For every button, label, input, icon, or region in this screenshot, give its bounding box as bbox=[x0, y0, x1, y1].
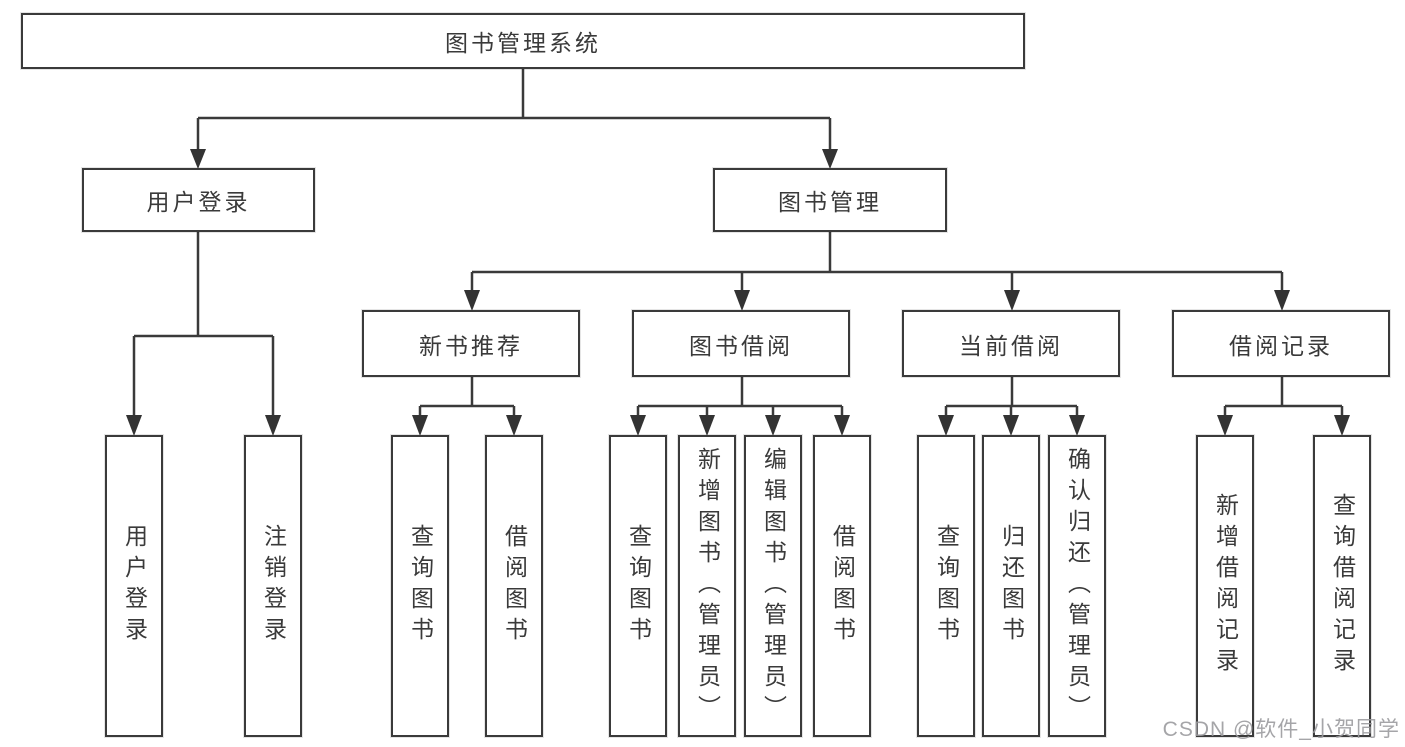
node-label: 确认归还（管理员） bbox=[1064, 446, 1091, 726]
connector-user-login bbox=[132, 232, 275, 417]
node-label: 新书推荐 bbox=[419, 332, 523, 359]
connector-root bbox=[196, 69, 832, 152]
leaf-borrow-books: 借阅图书 bbox=[813, 435, 871, 737]
leaf-query-books-recommend: 查询图书 bbox=[391, 435, 449, 737]
csdn-watermark: CSDN @软件_小贺同学 bbox=[1162, 718, 1400, 741]
leaf-query-books-current: 查询图书 bbox=[917, 435, 975, 737]
node-label: 图书管理 bbox=[778, 189, 882, 215]
node-label: 借阅图书 bbox=[829, 524, 856, 648]
node-root-system: 图书管理系统 bbox=[21, 13, 1025, 69]
node-label: 借阅图书 bbox=[501, 524, 528, 648]
node-label: 用户登录 bbox=[146, 189, 251, 215]
leaf-query-borrow-record: 查询借阅记录 bbox=[1313, 435, 1371, 737]
node-book-borrow: 图书借阅 bbox=[632, 310, 850, 377]
leaf-query-books-borrow: 查询图书 bbox=[609, 435, 667, 737]
node-user-login: 用户登录 bbox=[82, 168, 315, 232]
node-label: 新增图书（管理员） bbox=[694, 446, 721, 726]
node-label: 查询图书 bbox=[407, 524, 434, 648]
node-label: 注销登录 bbox=[260, 524, 287, 648]
leaf-edit-books-admin: 编辑图书（管理员） bbox=[744, 435, 802, 737]
leaf-add-borrow-record: 新增借阅记录 bbox=[1196, 435, 1254, 737]
node-label: 编辑图书（管理员） bbox=[760, 446, 787, 726]
arrowheads bbox=[126, 149, 1350, 436]
leaf-user-login: 用户登录 bbox=[105, 435, 163, 737]
node-new-book-recommend: 新书推荐 bbox=[362, 310, 580, 377]
node-label: 查询借阅记录 bbox=[1329, 493, 1356, 679]
node-label: 新增借阅记录 bbox=[1212, 493, 1239, 679]
node-current-borrow: 当前借阅 bbox=[902, 310, 1120, 377]
connector-book-management bbox=[470, 232, 1284, 292]
node-book-management: 图书管理 bbox=[713, 168, 947, 232]
node-label: 查询图书 bbox=[933, 524, 960, 648]
connector-borrow-records bbox=[1223, 377, 1344, 417]
node-label: 图书管理系统 bbox=[445, 30, 601, 56]
leaf-borrow-books-recommend: 借阅图书 bbox=[485, 435, 543, 737]
node-label: 图书借阅 bbox=[689, 332, 793, 359]
node-label: 用户登录 bbox=[121, 524, 148, 648]
leaf-confirm-return-admin: 确认归还（管理员） bbox=[1048, 435, 1106, 737]
node-label: 查询图书 bbox=[625, 524, 652, 648]
leaf-logout: 注销登录 bbox=[244, 435, 302, 737]
leaf-add-books-admin: 新增图书（管理员） bbox=[678, 435, 736, 737]
connector-new-book bbox=[418, 377, 516, 417]
node-label: 当前借阅 bbox=[959, 332, 1063, 359]
node-label: 借阅记录 bbox=[1229, 332, 1333, 359]
node-label: 归还图书 bbox=[998, 524, 1025, 648]
node-borrow-records: 借阅记录 bbox=[1172, 310, 1390, 377]
connector-current-borrow bbox=[944, 377, 1079, 417]
leaf-return-books: 归还图书 bbox=[982, 435, 1040, 737]
connector-book-borrow bbox=[636, 377, 844, 417]
